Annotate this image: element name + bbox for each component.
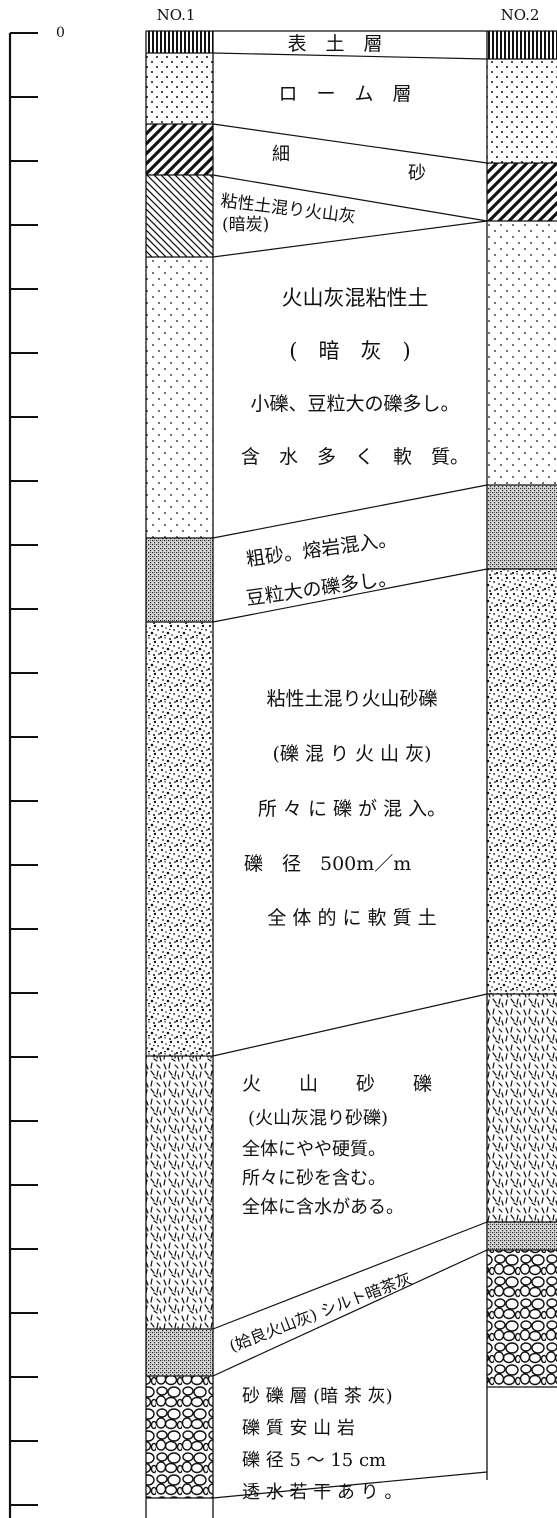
no1-volcanic-gravel-clay (146, 622, 213, 1056)
gravel-text-1: 砂 礫 層 (暗 茶 灰) (242, 1386, 393, 1407)
coarse-sand-text-1: 粗砂。熔岩混入。 (245, 528, 399, 571)
ash-clay-text-1: 火山灰混粘性土 (282, 286, 429, 310)
depth-ticks (10, 32, 38, 1506)
no1-gravel (146, 1376, 213, 1498)
topsoil-text: 表 土 層 (287, 33, 382, 55)
no2-coarse-sand (487, 485, 557, 569)
no2-volcanic-sand-gravel (487, 994, 557, 1222)
no2-volcanic-gravel-clay (487, 569, 557, 994)
borehole-no2-label: NO.2 (501, 6, 540, 24)
volcanic-sand-text-5: 全体に含水がある。 (242, 1197, 404, 1218)
no1-volcanic-sand-gravel (146, 1056, 213, 1329)
no1-coarse-sand (146, 538, 213, 622)
no2-ash-clay (487, 221, 557, 485)
no1-aira-ash (146, 1329, 213, 1376)
gravel-text-2: 礫 質 安 山 岩 (242, 1418, 355, 1439)
volcanic-gravel-text-3: 所 々 に 礫 が 混 入。 (258, 798, 446, 820)
volcanic-gravel-text-5: 全 体 的 に 軟 質 土 (267, 907, 436, 929)
no2-loam (487, 59, 557, 163)
borehole-no1-label: NO.1 (157, 6, 196, 24)
no1-fine-sand (146, 124, 213, 175)
loam-text: ロ ー ム 層 (278, 83, 411, 105)
clayey-ash-text-2: (暗炭) (222, 215, 269, 235)
volcanic-gravel-text-1: 粘性土混り火山砂礫 (266, 688, 437, 710)
volcanic-sand-text-2: (火山灰混り砂礫) (248, 1108, 388, 1129)
no2-aira-ash (487, 1222, 557, 1250)
no1-ash-clay (146, 257, 213, 538)
layer-descriptions: 表 土 層 ロ ー ム 層 細 砂 粘性土混り火山灰 (暗炭) 火山灰混粘性土 … (219, 33, 469, 1503)
borehole-no2: NO.2 (486, 6, 557, 1480)
coarse-sand-text-2: 豆粒大の礫多し。 (245, 567, 399, 610)
depth-zero-label: 0 (56, 25, 65, 41)
gravel-text-3: 礫 径 5 〜 15 cm (242, 1450, 386, 1471)
no2-gravel (487, 1250, 557, 1387)
volcanic-sand-text-4: 所々に砂を含む。 (242, 1168, 386, 1189)
depth-scale: 0 (8, 25, 65, 1518)
correlation-lines (212, 30, 488, 1499)
volcanic-sand-text-1: 火 山 砂 礫 (242, 1073, 432, 1095)
fine-sand-text-1: 細 (272, 144, 290, 165)
no1-topsoil (146, 31, 213, 53)
ash-clay-text-4: 含 水 多 く 軟 質。 (241, 446, 469, 468)
borehole-no1: NO.1 (145, 6, 214, 1518)
ash-clay-text-3: 小礫、豆粒大の礫多し。 (250, 393, 459, 415)
volcanic-gravel-text-2: (礫 混 り 火 山 灰) (272, 743, 431, 765)
no2-fine-sand (487, 163, 557, 221)
fine-sand-text-2: 砂 (408, 163, 426, 184)
volcanic-sand-text-3: 全体にやや硬質。 (242, 1139, 386, 1160)
ash-clay-text-2: ( 暗 灰 ) (289, 339, 410, 363)
no1-clayey-ash (146, 175, 213, 257)
no2-topsoil (487, 31, 557, 59)
volcanic-gravel-text-4: 礫 径 500m／m (244, 853, 411, 875)
gravel-text-4: 透 水 若 干 あ り 。 (242, 1482, 402, 1503)
no1-loam (146, 53, 213, 124)
